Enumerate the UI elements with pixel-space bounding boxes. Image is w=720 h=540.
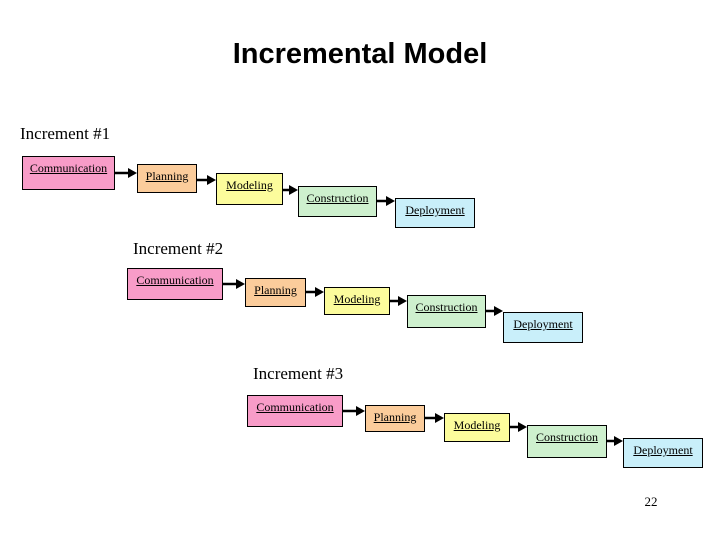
flow-arrow xyxy=(607,436,623,446)
inc2-construction-box: Construction xyxy=(407,295,486,328)
increment-2-label: Increment #2 xyxy=(133,239,224,258)
inc2-deployment-box: Deployment xyxy=(503,312,583,343)
phase-label: Construction xyxy=(306,191,369,205)
phase-label: Construction xyxy=(536,430,598,444)
phase-label: Modeling xyxy=(453,418,501,432)
inc3-planning-box: Planning xyxy=(365,405,425,432)
inc1-planning-box: Planning xyxy=(137,164,197,193)
phase-label: Construction xyxy=(415,300,478,314)
phase-label: Communication xyxy=(29,161,108,175)
phase-label: Deployment xyxy=(633,443,693,457)
phase-label: Communication xyxy=(136,273,214,287)
increment-1-label: Increment #1 xyxy=(20,124,111,143)
inc3-communication-box: Communication xyxy=(247,395,343,427)
flow-arrow xyxy=(306,287,324,297)
inc1-modeling-box: Modeling xyxy=(216,173,283,205)
inc1-construction-box: Construction xyxy=(298,186,377,217)
flow-arrow xyxy=(223,279,245,289)
slide-title: Incremental Model xyxy=(232,38,488,70)
flow-arrow xyxy=(197,175,216,185)
flow-arrow xyxy=(510,422,527,432)
inc1-communication-box: Communication xyxy=(22,156,115,190)
inc2-planning-box: Planning xyxy=(245,278,306,307)
increment-3-label: Increment #3 xyxy=(253,364,344,383)
inc2-modeling-box: Modeling xyxy=(324,287,390,315)
phase-label: Modeling xyxy=(226,178,273,192)
inc3-construction-box: Construction xyxy=(527,425,607,458)
phase-label: Modeling xyxy=(333,292,381,306)
inc2-communication-box: Communication xyxy=(127,268,223,300)
phase-label: Deployment xyxy=(405,203,465,217)
page-number: 22 xyxy=(644,494,658,509)
flow-arrow xyxy=(390,296,407,306)
flow-arrow xyxy=(425,413,444,423)
inc3-deployment-box: Deployment xyxy=(623,438,703,468)
flow-arrow xyxy=(115,168,137,178)
flow-arrow xyxy=(377,196,395,206)
flow-arrow xyxy=(486,306,503,316)
phase-label: Planning xyxy=(373,410,417,424)
inc3-modeling-box: Modeling xyxy=(444,413,510,442)
phase-label: Deployment xyxy=(513,317,573,331)
inc1-deployment-box: Deployment xyxy=(395,198,475,228)
phase-label: Planning xyxy=(145,169,189,183)
flow-arrow xyxy=(282,185,298,195)
phase-label: Planning xyxy=(254,283,297,297)
phase-label: Communication xyxy=(256,400,334,414)
flow-arrow xyxy=(343,406,365,416)
